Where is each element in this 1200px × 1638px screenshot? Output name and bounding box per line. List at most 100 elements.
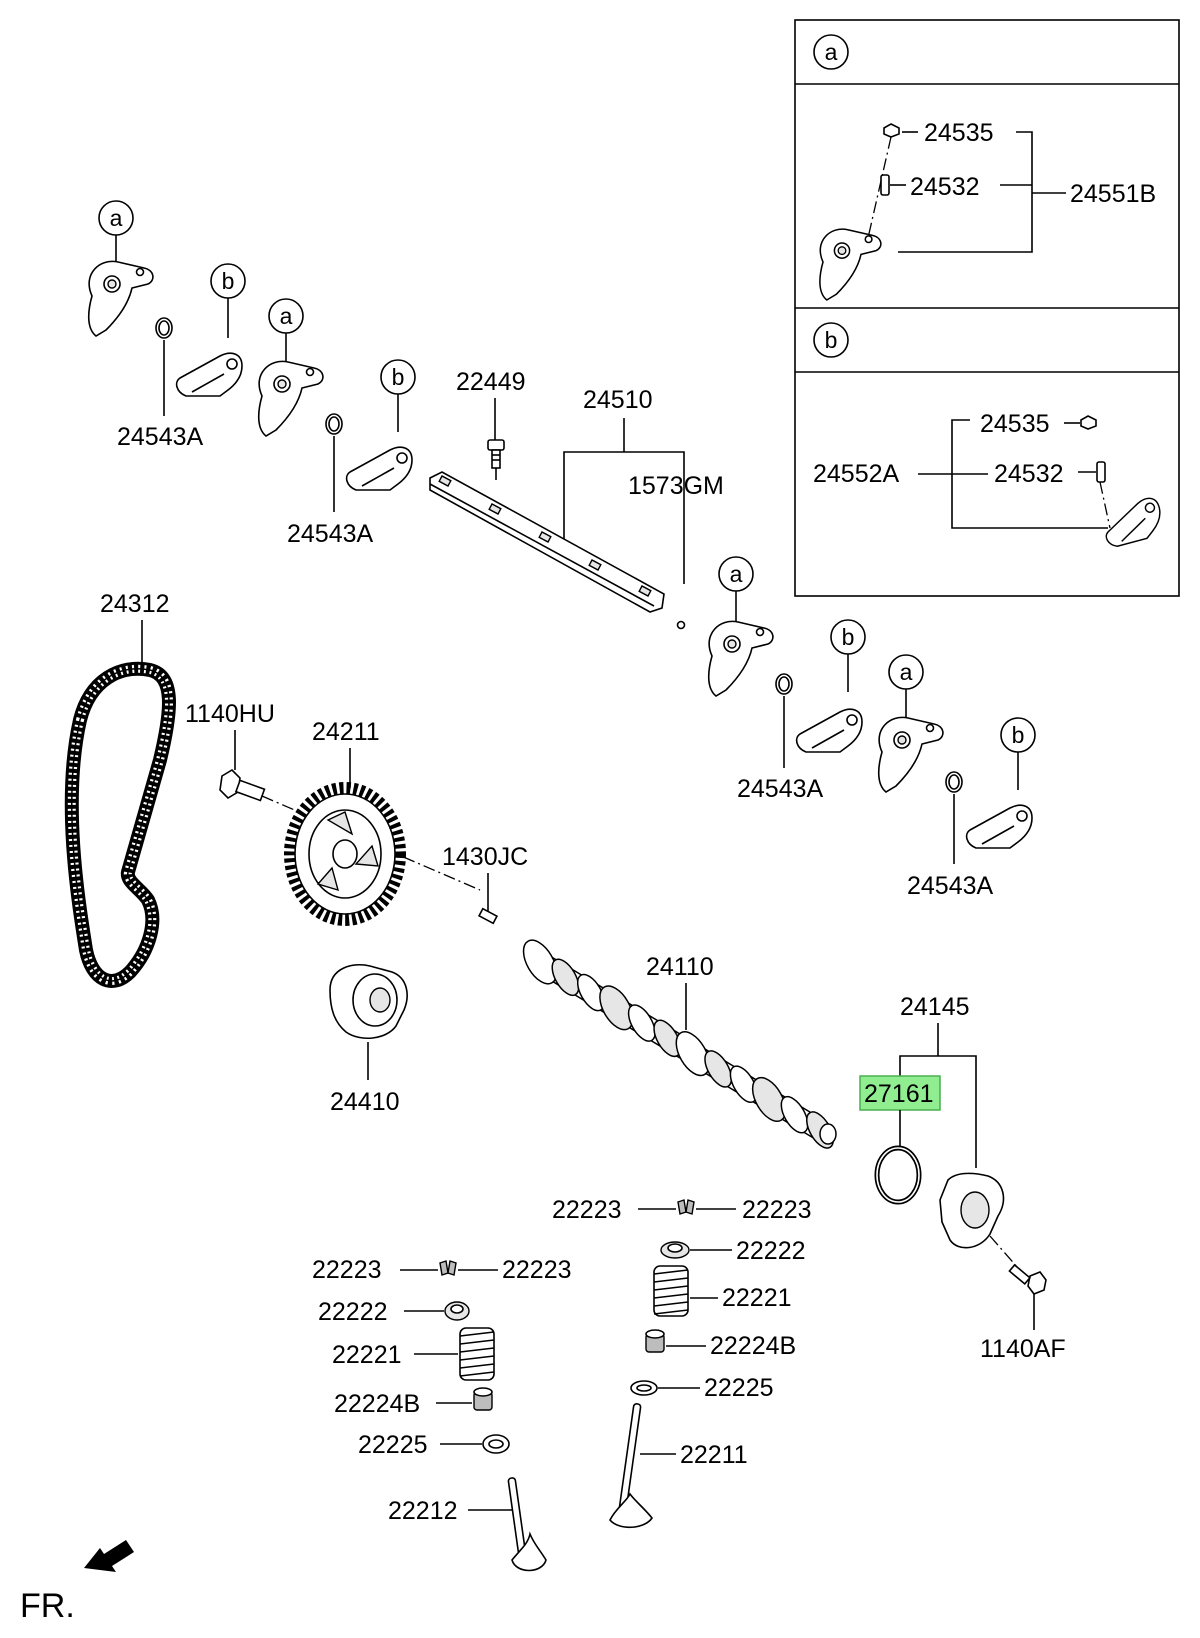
label-22225-1: 22225 — [704, 1374, 774, 1402]
front-direction-marker: FR. — [20, 1540, 134, 1625]
highlight-27161 — [859, 1075, 941, 1111]
inset-a-label-24532: 24532 — [910, 173, 980, 201]
label-22211: 22211 — [680, 1441, 748, 1469]
rocker-arm-b-icon — [345, 446, 413, 491]
washer-icon — [325, 413, 343, 435]
washer-icon — [775, 673, 793, 695]
front-arrow-icon — [84, 1540, 134, 1572]
rocker-group-upper-left: a b 24543A a b 24543A — [87, 200, 416, 548]
rocker-arm-a-icon — [87, 260, 154, 337]
inset-a-screw-icon — [880, 174, 890, 196]
label-24110: 24110 — [646, 953, 714, 981]
label-24211: 24211 — [312, 718, 380, 746]
camshaft-lobe — [675, 1031, 710, 1077]
label-24312: 24312 — [100, 590, 170, 618]
rocker-shaft: 22449 24510 1573GM — [429, 368, 724, 630]
camshaft-lobe — [704, 1050, 733, 1088]
rocker-arm-a-icon — [877, 716, 944, 793]
inset-b-badge: b — [813, 322, 849, 358]
camshaft-lobe — [729, 1065, 758, 1103]
valve-train-intake: 22223 22223 22222 22221 22224B 22225 — [552, 1196, 812, 1529]
spring-icon — [459, 1327, 495, 1381]
label-1140AF: 1140AF — [980, 1335, 1066, 1363]
badge-b: b — [392, 364, 405, 390]
cover-assembly-24145: 24145 27161 1140AF — [859, 993, 1066, 1363]
label-24543A-1: 24543A — [117, 423, 204, 451]
label-22223-2: 22223 — [742, 1196, 812, 1224]
rocker-arm-b-icon — [175, 352, 243, 397]
badge-b: b — [1012, 722, 1025, 748]
spring-icon — [653, 1265, 689, 1317]
label-24543A-3: 24543A — [737, 775, 824, 803]
timing-belt-24312: 24312 — [64, 590, 176, 988]
label-22223-3: 22223 — [312, 1256, 382, 1284]
inset-a-label-24551B: 24551B — [1070, 180, 1156, 208]
seal-icon — [645, 1329, 665, 1353]
washer-icon — [155, 317, 173, 339]
valve-22211-icon — [609, 1403, 653, 1529]
camshaft-end-cap — [819, 1123, 837, 1145]
inset-a-axis — [867, 136, 892, 239]
label-22225-2: 22225 — [358, 1431, 428, 1459]
label-1430JC: 1430JC — [442, 843, 528, 871]
valve-22212-icon — [507, 1477, 547, 1572]
label-22223-1: 22223 — [552, 1196, 622, 1224]
label-24543A-2: 24543A — [287, 520, 374, 548]
rocker-arm-a-icon — [707, 620, 774, 697]
inset-a-rocker-arm-icon — [819, 228, 882, 301]
front-label: FR. — [20, 1587, 75, 1625]
inset-b-label-24532: 24532 — [994, 460, 1064, 488]
label-22222-2: 22222 — [318, 1298, 388, 1326]
camshaft-lobe — [522, 939, 558, 985]
pin-1430JC: 1430JC — [442, 843, 528, 925]
badge-a: a — [110, 205, 123, 231]
bolt-1140AF-icon — [1027, 1271, 1047, 1295]
label-22449: 22449 — [456, 368, 526, 396]
label-1140HU: 1140HU — [185, 700, 275, 728]
badge-b: b — [222, 268, 235, 294]
rocker-arm-b-icon — [965, 804, 1033, 849]
inset-b-label-24535: 24535 — [980, 410, 1050, 438]
inset-a-label-24535: 24535 — [924, 119, 994, 147]
label-24543A-4: 24543A — [907, 872, 994, 900]
camshaft-lobe — [627, 1004, 656, 1042]
badge-b: b — [842, 624, 855, 650]
label-24145: 24145 — [900, 993, 970, 1021]
camshaft-lobe — [599, 985, 634, 1031]
plug-1573GM-icon — [676, 620, 686, 630]
inset-a-nut-icon — [883, 123, 900, 138]
rocker-arm-a-icon — [257, 360, 324, 437]
label-27161[interactable]: 27161 — [864, 1080, 934, 1108]
label-22223-4: 22223 — [502, 1256, 572, 1284]
rocker-arm-b-icon — [795, 708, 863, 753]
inset-a-badge: a — [813, 34, 849, 70]
tensioner-24410: 24410 — [329, 964, 408, 1116]
inset-b-badge-label: b — [825, 327, 838, 353]
washer-icon — [945, 771, 963, 793]
inset-b-axis — [1099, 481, 1111, 529]
label-22212: 22212 — [388, 1497, 458, 1525]
label-22221-1: 22221 — [722, 1284, 792, 1312]
label-24410: 24410 — [330, 1088, 400, 1116]
badge-a: a — [730, 561, 743, 587]
camshaft-24110: 24110 — [522, 939, 837, 1149]
valve-train-exhaust: 22223 22223 22222 22221 22224B 22225 — [312, 1256, 572, 1572]
label-22222-1: 22222 — [736, 1237, 806, 1265]
inset-b-nut-icon — [1080, 415, 1097, 430]
label-24510: 24510 — [583, 386, 653, 414]
camshaft-lobe — [751, 1076, 787, 1122]
camshaft-lobe — [653, 1019, 682, 1058]
inset-b-label-24552A: 24552A — [813, 460, 900, 488]
seal-icon — [473, 1387, 493, 1411]
bolt-1140HU: 1140HU — [185, 700, 481, 891]
camshaft-lobe — [576, 973, 605, 1012]
inset-b-rocker-arm-icon — [1098, 495, 1167, 550]
inset-b-screw-icon — [1096, 461, 1106, 483]
badge-a: a — [900, 659, 913, 685]
camshaft-sprocket-24211: 24211 — [284, 718, 406, 926]
label-22224B-2: 22224B — [334, 1390, 420, 1418]
camshaft-lobe — [780, 1095, 809, 1134]
label-1573GM: 1573GM — [628, 472, 724, 500]
rocker-shaft-icon — [429, 471, 665, 613]
